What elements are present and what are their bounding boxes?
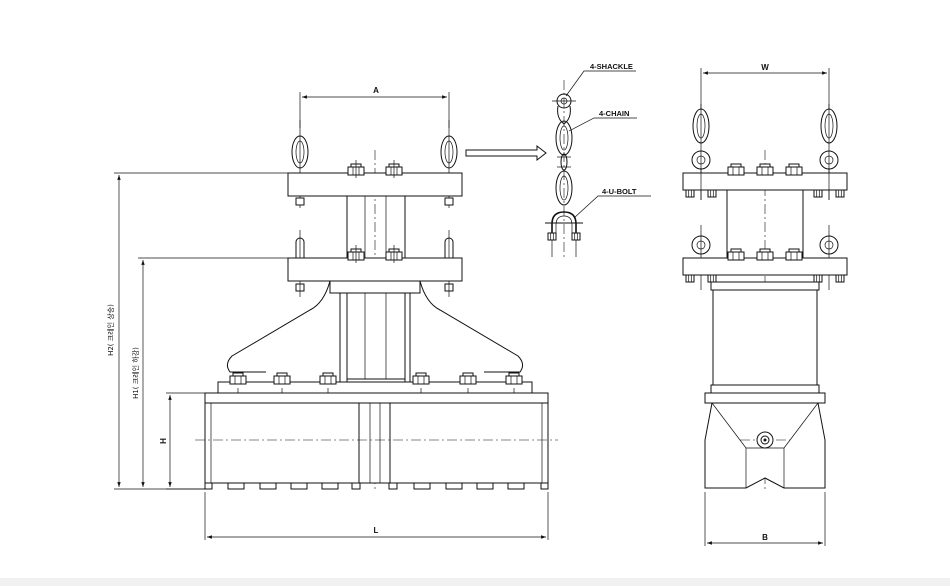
dimension-h1: H1( 크레인 하강) xyxy=(131,257,288,490)
front-base-plate xyxy=(217,381,533,394)
label-chain: 4-CHAIN xyxy=(568,109,637,132)
dimension-h1-label: H1( 크레인 하강) xyxy=(131,347,140,399)
side-top-plate xyxy=(682,172,848,191)
front-view: A L H H1( 크레인 하강) H2( 크레인 상승 xyxy=(106,86,558,540)
front-mid-plate xyxy=(287,257,463,282)
dimension-h-label: H xyxy=(159,438,168,444)
detail-ubolt xyxy=(545,211,583,257)
dimension-w-label: W xyxy=(761,63,769,72)
label-ubolt: 4-U-BOLT xyxy=(573,187,651,219)
dimension-l-label: L xyxy=(374,526,379,535)
label-shackle-text: 4-SHACKLE xyxy=(590,62,633,71)
dimension-w: W xyxy=(700,63,830,110)
dimension-a: A xyxy=(299,86,450,128)
bottom-strip xyxy=(0,578,950,586)
label-shackle: 4-SHACKLE xyxy=(565,62,636,97)
detail-shackle xyxy=(552,93,576,125)
rigging-detail: 4-SHACKLE 4-CHAIN 4-U-BOLT xyxy=(545,62,651,260)
detail-arrow xyxy=(465,144,547,162)
side-body xyxy=(704,281,826,489)
dimension-b-label: B xyxy=(762,533,768,542)
front-magnet-body xyxy=(195,392,558,490)
side-mid-plate xyxy=(682,257,848,276)
label-chain-text: 4-CHAIN xyxy=(599,109,629,118)
side-view: W B xyxy=(682,63,848,546)
dimension-h: H xyxy=(159,392,205,490)
dimension-b: B xyxy=(704,492,826,546)
dimension-h2: H2( 크레인 상승) xyxy=(106,172,288,490)
dimension-h2-label: H2( 크레인 상승) xyxy=(106,304,115,356)
dimension-l: L xyxy=(204,492,549,540)
front-top-plate xyxy=(287,172,463,197)
detail-chain xyxy=(555,120,573,206)
label-ubolt-text: 4-U-BOLT xyxy=(602,187,637,196)
dimension-a-label: A xyxy=(373,86,379,95)
